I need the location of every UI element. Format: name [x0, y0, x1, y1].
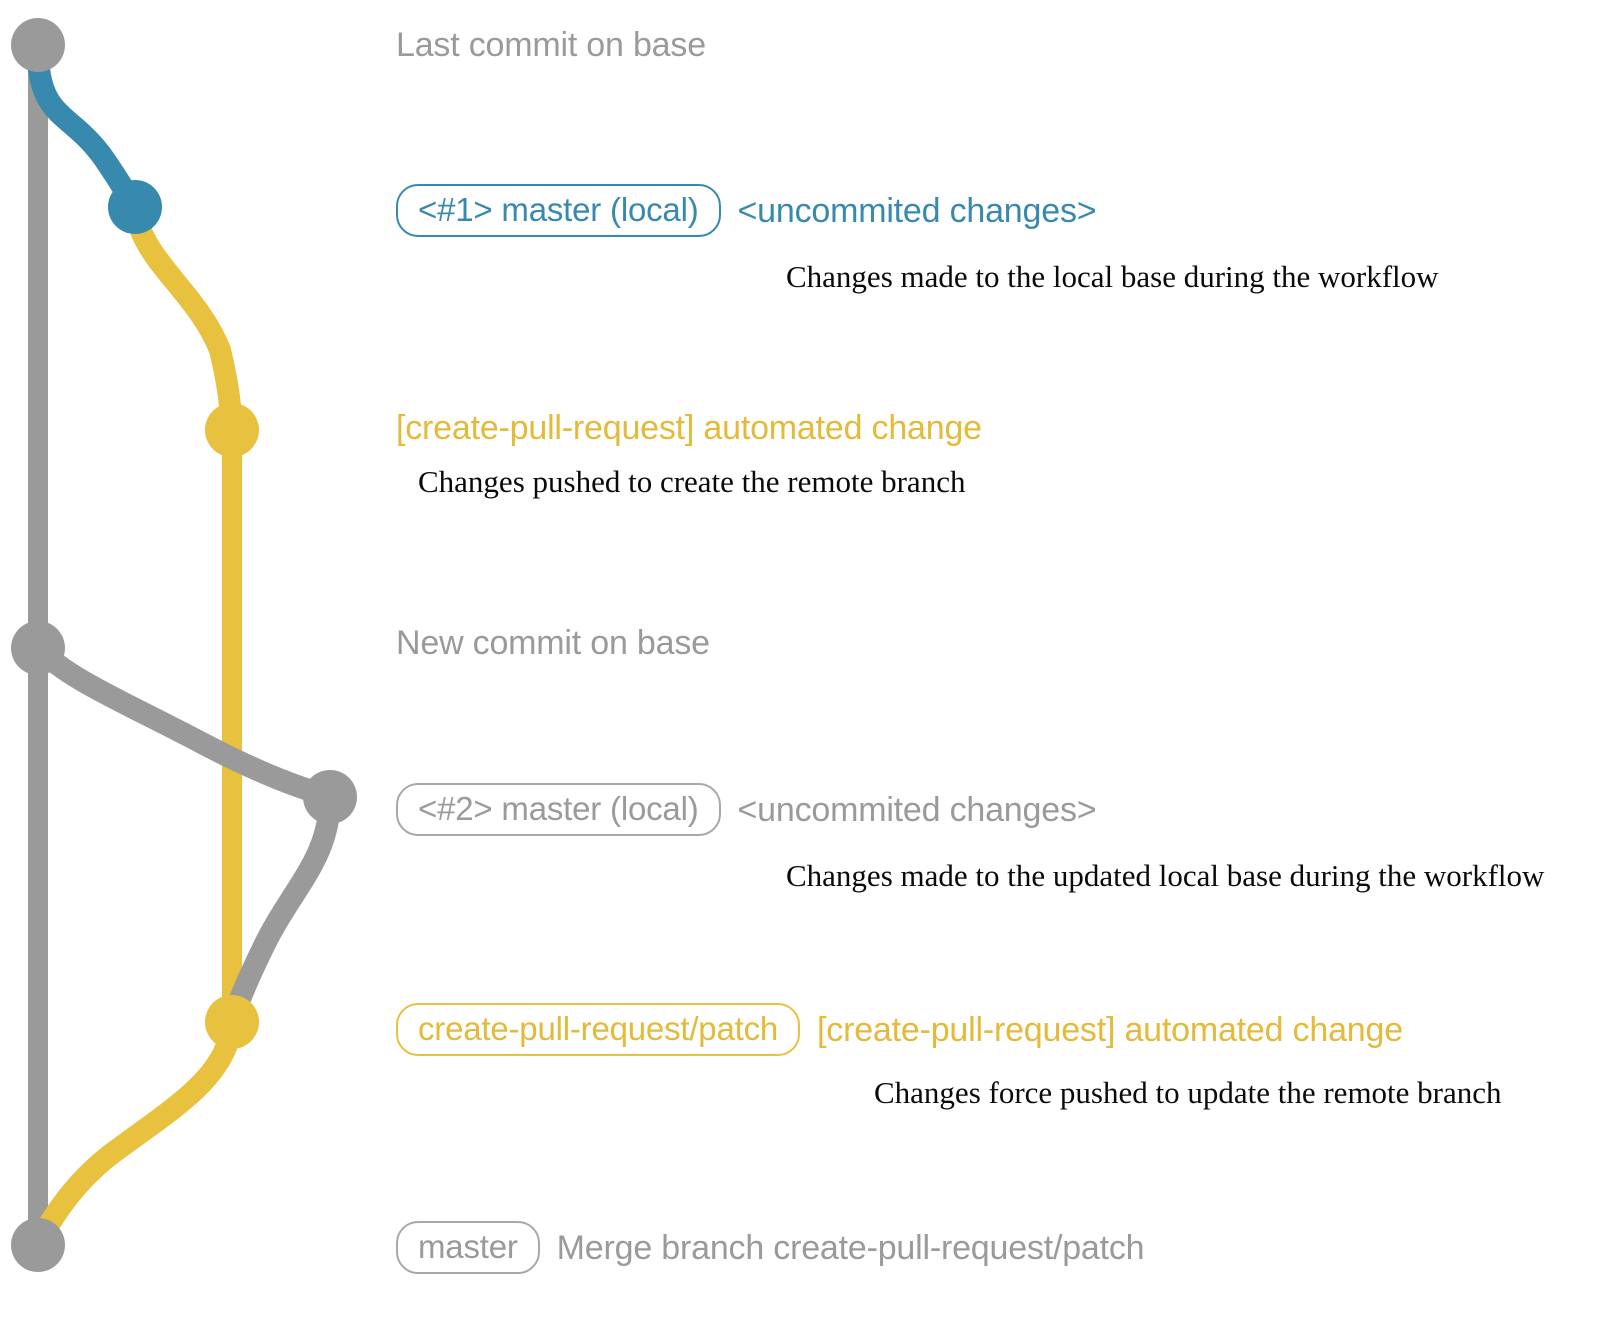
commit-row-merge-master: master Merge branch create-pull-request/… — [396, 1221, 1145, 1274]
commit-row-new-commit-on-base: New commit on base — [396, 626, 710, 660]
commit-node-last-commit-on-base[interactable] — [11, 18, 65, 72]
ref-badge-create-pull-request-patch[interactable]: create-pull-request/patch — [396, 1003, 801, 1056]
commit-subject: [create-pull-request] automated change — [817, 1010, 1403, 1049]
commit-node-automated-change-2[interactable] — [205, 995, 259, 1049]
commit-caption: Changes force pushed to update the remot… — [874, 1075, 1502, 1110]
commit-node-merge-master[interactable] — [11, 1218, 65, 1272]
commit-node-automated-change-1[interactable] — [205, 403, 259, 457]
commit-subject: <uncommited changes> — [737, 790, 1097, 829]
edge-local1-to-patch1 — [124, 196, 243, 441]
commit-caption: Changes made to the updated local base d… — [786, 858, 1545, 893]
commit-row-master-local-2: <#2> master (local) <uncommited changes>… — [396, 783, 1544, 891]
edge-base-to-local2 — [27, 637, 341, 808]
commit-caption: Changes pushed to create the remote bran… — [418, 464, 966, 499]
commit-node-master-local-2[interactable] — [303, 770, 357, 824]
commit-node-new-commit-on-base[interactable] — [11, 621, 65, 675]
edge-local2-to-patch2 — [221, 786, 341, 1033]
edge-base-to-local1 — [27, 44, 146, 218]
commit-row-header: <#2> master (local) <uncommited changes> — [396, 783, 1097, 836]
commit-subject: Merge branch create-pull-request/patch — [556, 1228, 1145, 1267]
commit-graph — [11, 18, 357, 1272]
commit-caption: Changes made to the local base during th… — [786, 259, 1439, 294]
commit-row-last-commit-on-base: Last commit on base — [396, 28, 706, 62]
commit-row-header: New commit on base — [396, 626, 710, 660]
commit-row-header: master Merge branch create-pull-request/… — [396, 1221, 1145, 1274]
edge-patch2-to-merge — [27, 1011, 243, 1256]
commit-row-header: create-pull-request/patch [create-pull-r… — [396, 1003, 1403, 1056]
commit-subject: [create-pull-request] automated change — [396, 409, 982, 447]
commit-row-header: <#1> master (local) <uncommited changes> — [396, 184, 1097, 237]
commit-node-master-local-1[interactable] — [108, 180, 162, 234]
commit-subject: <uncommited changes> — [737, 191, 1097, 230]
commit-row-header: Last commit on base — [396, 28, 706, 62]
commit-row-header: [create-pull-request] automated change — [396, 411, 982, 445]
commit-row-master-local-1: <#1> master (local) <uncommited changes>… — [396, 184, 1439, 292]
commit-row-automated-change-1: [create-pull-request] automated change C… — [396, 411, 982, 497]
ref-badge-master-local-1[interactable]: <#1> master (local) — [396, 184, 721, 237]
ref-badge-master[interactable]: master — [396, 1221, 540, 1274]
commit-row-automated-change-2: create-pull-request/patch [create-pull-r… — [396, 1003, 1502, 1108]
commit-subject: New commit on base — [396, 624, 710, 662]
commit-subject: Last commit on base — [396, 26, 706, 64]
ref-badge-master-local-2[interactable]: <#2> master (local) — [396, 783, 721, 836]
